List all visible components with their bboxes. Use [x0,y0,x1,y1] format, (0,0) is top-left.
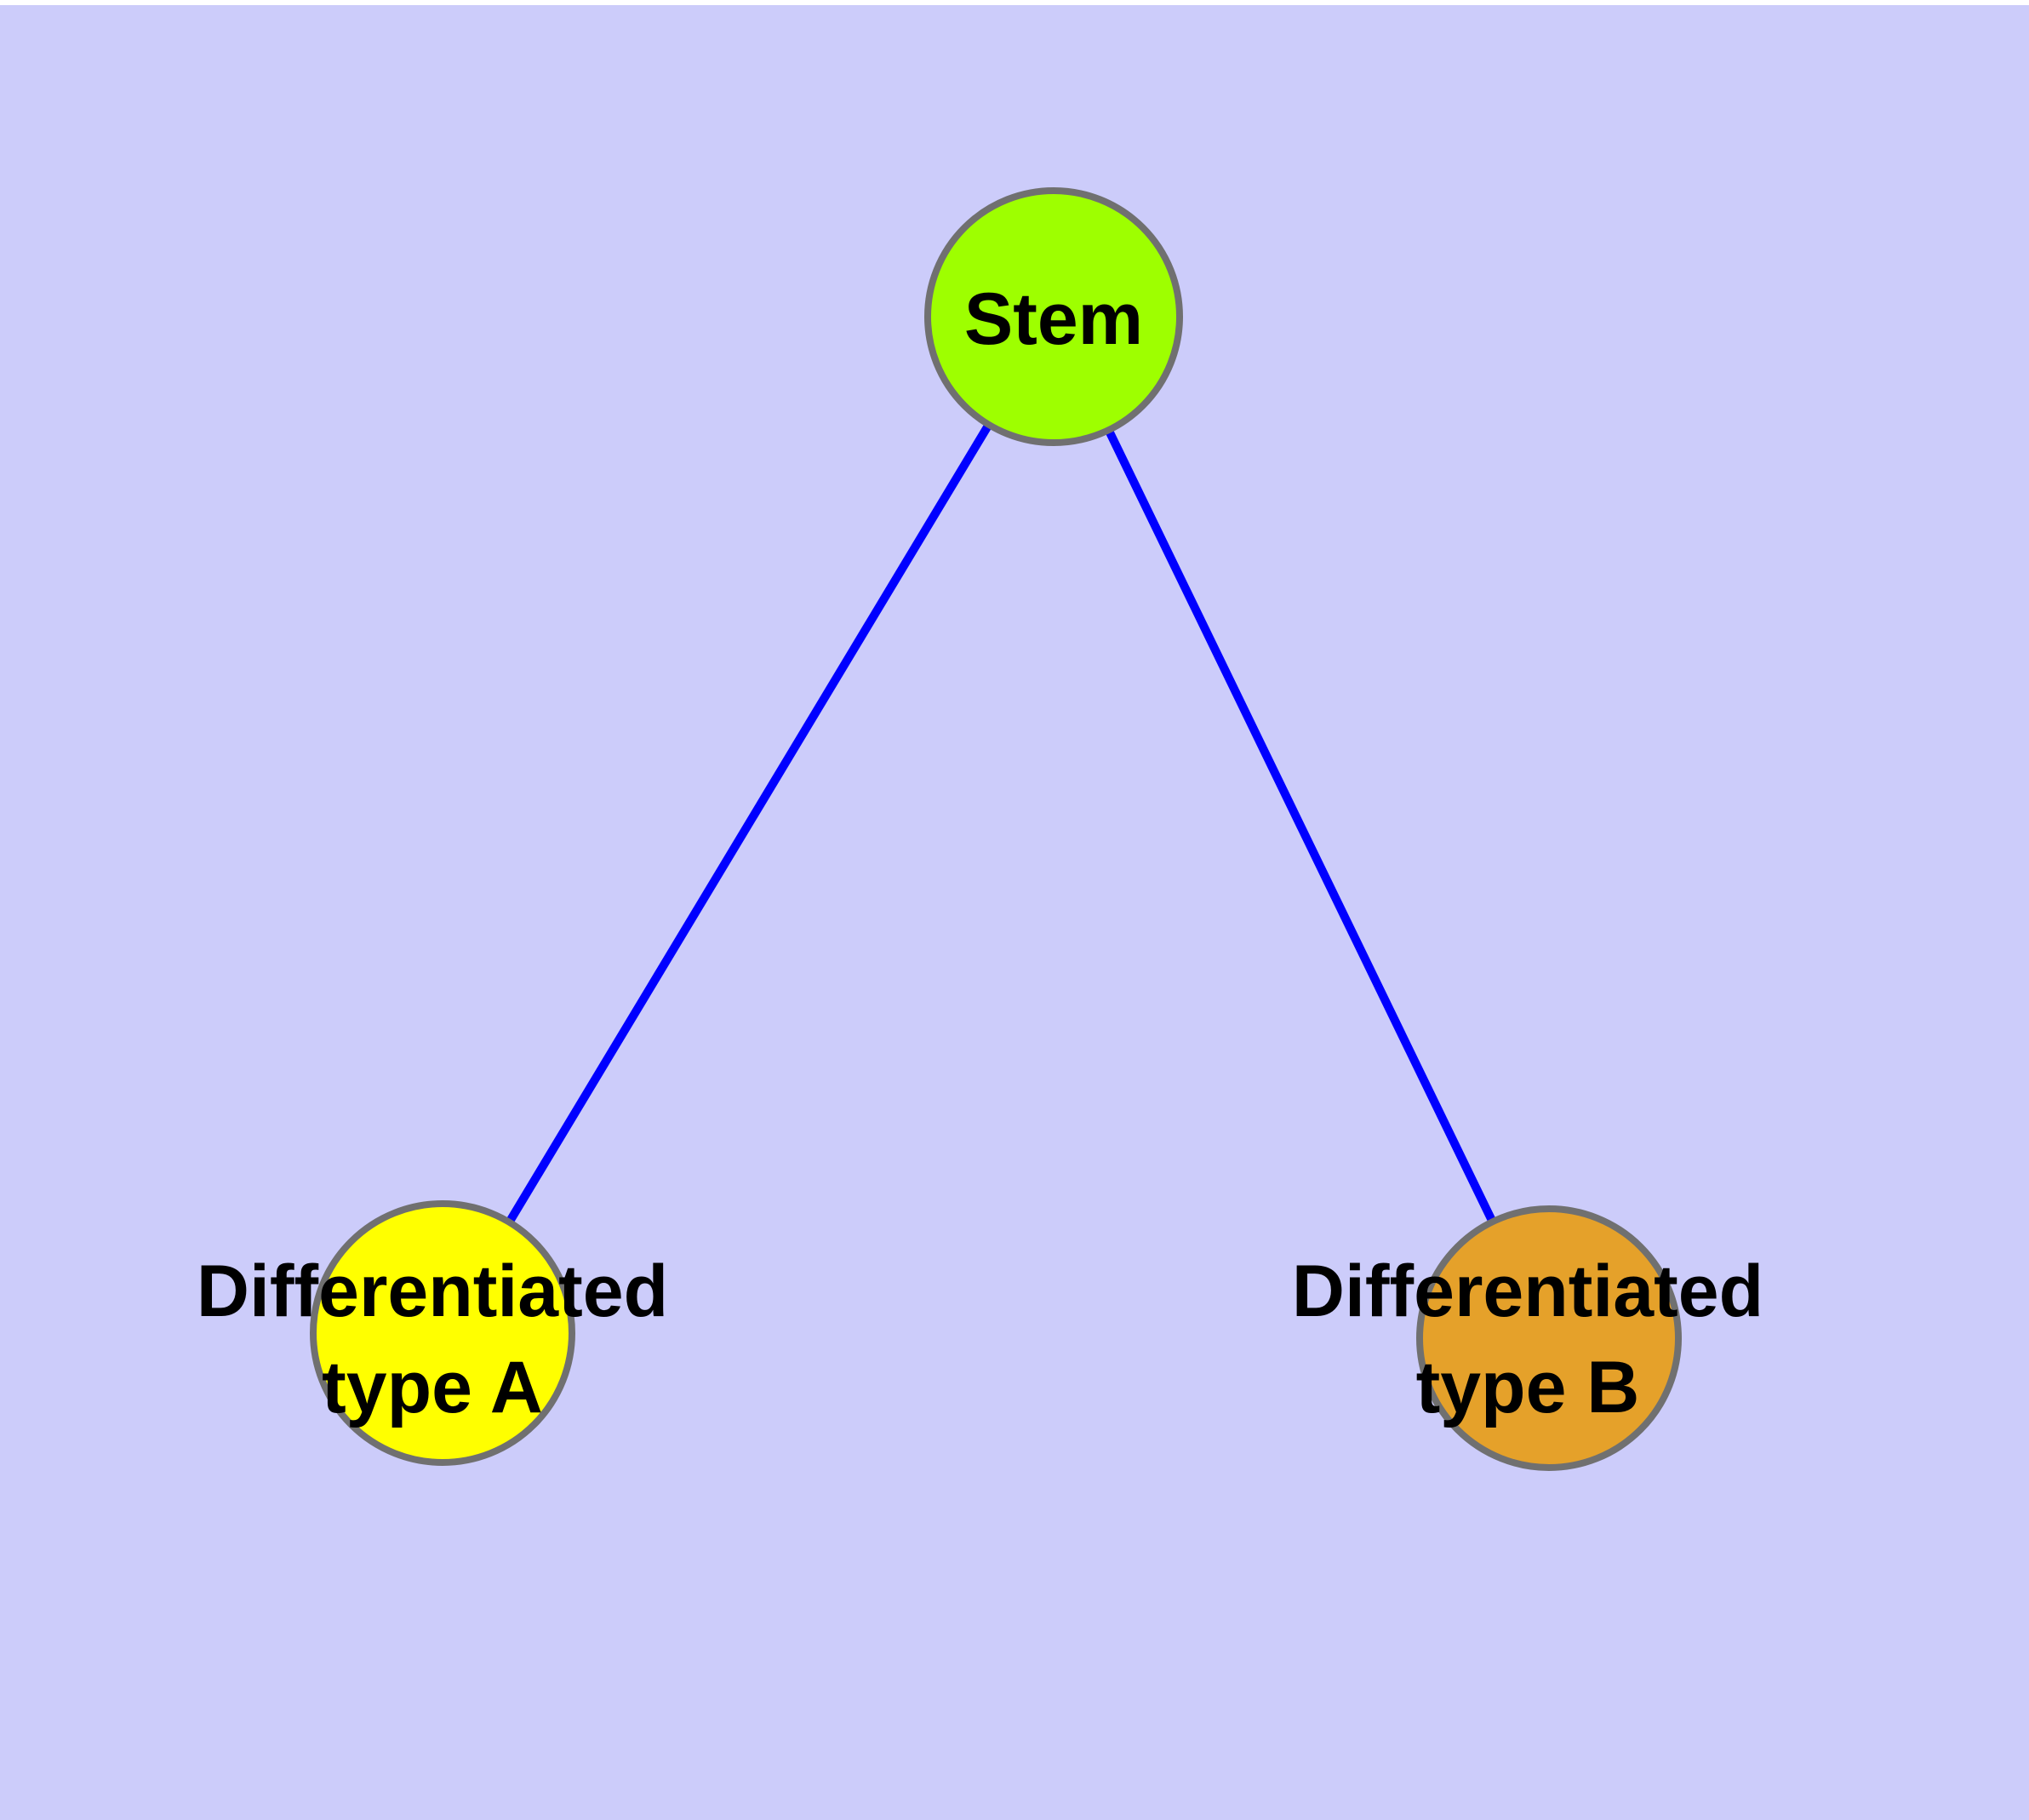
node-label-line: Differentiated [1292,1251,1763,1332]
node-label-line: Differentiated [197,1251,668,1332]
nodes-layer [310,187,1682,1471]
graph-node-diff-a[interactable] [310,1200,575,1466]
graph-node-stem[interactable] [924,187,1183,446]
node-label-stem: Stem [964,278,1143,360]
node-label-diff-b: Differentiated type B [1292,1251,1763,1428]
edges-layer [438,314,1553,1341]
node-label-line: type A [322,1347,543,1428]
graph-edge-stem-to-diff-a[interactable] [438,314,1058,1336]
node-label-line: type B [1416,1347,1640,1428]
canvas-top-margin [0,0,2029,5]
graph-edge-stem-to-diff-b[interactable] [1049,314,1553,1341]
graph-node-diff-b[interactable] [1416,1205,1682,1471]
node-label-line: Stem [964,278,1143,360]
node-label-diff-a: Differentiated type A [197,1251,668,1428]
